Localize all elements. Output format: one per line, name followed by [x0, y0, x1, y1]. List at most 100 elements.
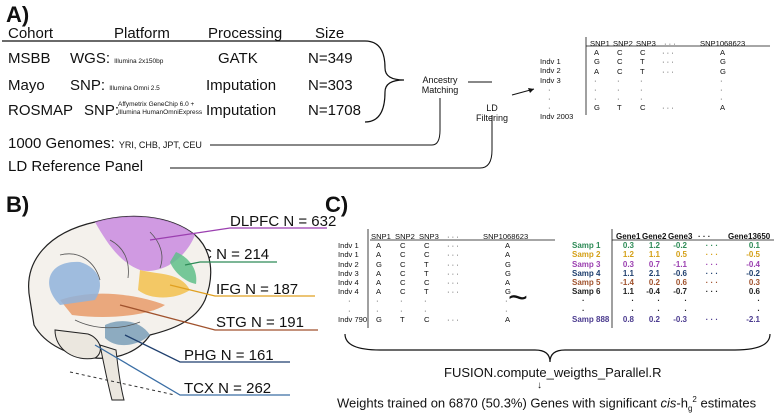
matrix-cell: G [505, 268, 511, 278]
region-ifg: IFG N = 187 [216, 281, 298, 298]
region-dlpfc: DLPFC N = 632 [230, 213, 336, 230]
genomes-connector [210, 98, 441, 146]
matrix-cell: 1.1 [622, 268, 634, 278]
genotype-matrix-c-labels: Indv 1 Indv 1 Indv 2 Indv 3 Indv 4 Indv … [338, 232, 367, 324]
matrix-cell: · · · [705, 241, 718, 251]
matrix-cell: 0.6 [748, 287, 760, 297]
matrix-cell: · · · [447, 277, 459, 287]
matrix-cell: · [657, 305, 660, 315]
matrix-column-header: Gene3 [668, 232, 693, 241]
matrix-cell: · [757, 305, 760, 315]
region-stg: STG N = 191 [216, 314, 304, 331]
matrix-cell: 1.1 [622, 287, 634, 297]
matrix-cell: C [640, 103, 646, 113]
leader-dlpfc [149, 227, 327, 241]
ancestry-matching-step: Ancestry Matching [410, 75, 470, 95]
matrix-cell: · · · [705, 250, 718, 260]
cohort-mayo: Mayo [8, 77, 45, 94]
row-label: Indv 3 [338, 268, 359, 278]
matrix-cell: · [720, 84, 723, 94]
brain-illustration [28, 215, 212, 401]
processing-mayo: Imputation [206, 77, 277, 94]
matrix-cell: -2.1 [746, 314, 760, 324]
matrix-cell: T [617, 103, 622, 113]
ld-reference-panel: LD Reference Panel [8, 158, 144, 175]
matrix-cell: G [505, 259, 511, 269]
matrix-cell: · [640, 94, 643, 104]
matrix-cell: 2.1 [648, 268, 660, 278]
matrix-cell: C [424, 277, 430, 287]
matrix-cell: 0.3 [622, 259, 634, 269]
row-label: · [348, 296, 351, 306]
panel-c-label: C) [325, 192, 349, 217]
header-cohort: Cohort [8, 25, 54, 42]
matrix-cell: C [424, 241, 430, 251]
matrix-cell: A [376, 268, 382, 278]
weights-h: -h [676, 395, 688, 411]
matrix-cell: · · · [705, 268, 718, 278]
matrix-cell: · · · [447, 250, 459, 260]
region-n: N = 632 [283, 213, 337, 230]
matrix-column-header: SNP1 [371, 232, 391, 241]
sample-label: Samp 3 [572, 259, 601, 269]
matrix-cell: T [424, 259, 429, 269]
region-name: DLPFC [230, 213, 280, 230]
region-phg: PHG N = 161 [184, 347, 274, 364]
row-label: Indv 2 [540, 66, 561, 76]
matrix-cell: · · · [447, 287, 459, 297]
matrix-cell: A [376, 250, 382, 260]
matrix-cell: · · · [705, 259, 718, 269]
matrix-cell: A [505, 241, 511, 251]
matrix-cell: G [594, 103, 600, 113]
matrix-cell: G [376, 314, 382, 324]
row-label: Indv 1 [338, 250, 359, 260]
region-n: N = 161 [220, 347, 274, 364]
row-label: · [548, 94, 551, 103]
weights-sub: g [687, 403, 693, 413]
leader-tcx [94, 344, 290, 396]
row-label: · [348, 305, 351, 315]
matrix-cell: · · · [662, 103, 674, 113]
matrix-column-header: SNP3 [636, 39, 656, 48]
sample-label: Samp 2 [572, 250, 601, 260]
matrix-column-header: SNP1 [590, 39, 610, 48]
matrix-cell: · [684, 296, 687, 306]
sample-label: Samp 1 [572, 241, 601, 251]
leader-stg [119, 304, 318, 331]
matrix-cell: 0.1 [748, 241, 760, 251]
matrix-cell: A [720, 48, 726, 58]
leader-pfc [184, 261, 277, 266]
matrix-cell: C [400, 277, 406, 287]
matrix-cell: C [400, 268, 406, 278]
matrix-cell: · [757, 296, 760, 306]
header-platform: Platform [114, 25, 170, 42]
matrix-cell: A [376, 287, 382, 297]
region-name: STG [216, 314, 247, 331]
matrix-column-header: SNP1068623 [483, 232, 529, 241]
panel-a-label: A) [6, 2, 30, 27]
platform-type: SNP: [70, 77, 106, 94]
matrix-column-header: · · · [447, 232, 459, 241]
matrix-cell: 0.5 [675, 250, 687, 260]
row-label: Indv 790 [338, 314, 368, 324]
cohort-msbb: MSBB [8, 50, 51, 67]
matrix-cell: C [400, 241, 406, 251]
tilde-symbol: ~ [508, 279, 528, 317]
row-label: Indv 1 [338, 241, 359, 251]
matrix-cell: A [505, 314, 511, 324]
matrix-cell: · · · [662, 48, 674, 58]
matrix-cell: · · · [662, 66, 674, 76]
row-label: Indv 2003 [540, 112, 574, 122]
matrix-column-header: Gene2 [642, 232, 667, 241]
matrix-cell: 1.1 [648, 250, 660, 260]
matrix-cell: -0.3 [673, 314, 687, 324]
sample-label: Samp 888 [572, 314, 610, 324]
platform-rosmap-detail-1: Affymetrix GeneChip 6.0 + [118, 101, 195, 108]
matrix-cell: · · · [705, 287, 718, 297]
header-processing: Processing [208, 25, 283, 42]
row-label: Indv 1 [540, 57, 561, 67]
row-label: Indv 4 [338, 287, 359, 297]
row-label: Indv 4 [338, 278, 359, 287]
